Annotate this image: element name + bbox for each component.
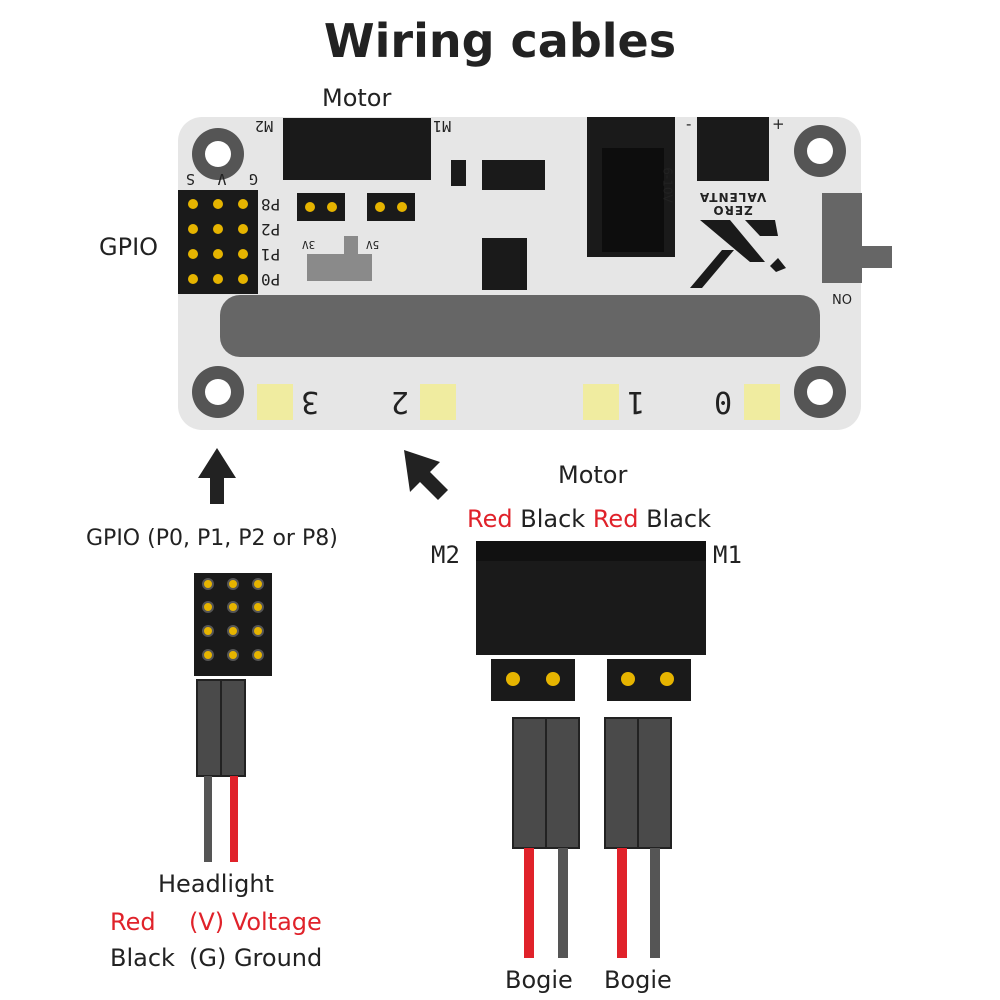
voltage-switch (307, 254, 372, 281)
chip-small (451, 160, 466, 186)
headlight-title: Headlight (158, 870, 274, 898)
gpio-col-labels: G V S (186, 170, 258, 188)
board-gpio-label: GPIO (99, 233, 159, 261)
pin-label-p0: P0 (261, 270, 281, 289)
wire-color-red-1: Red (467, 505, 513, 533)
battery-minus-label: - (686, 115, 692, 133)
wire-color-red-2: Red (592, 505, 639, 533)
bogie-left-wire-red (524, 848, 534, 958)
board-motor-pin-headers (297, 193, 415, 221)
port-pads (257, 384, 780, 420)
board-m2-label: M2 (255, 117, 274, 135)
gpio-cable-pins (202, 578, 264, 661)
page-title: Wiring cables (323, 14, 677, 68)
headlight-voltage-label: (V) Voltage (189, 908, 322, 936)
headlight-black-label: Black (110, 944, 175, 972)
on-switch-label: ON (832, 290, 852, 305)
gpio-col-v: V (217, 170, 227, 188)
bogie-left-wire-black (558, 848, 568, 958)
battery-connector (697, 117, 769, 181)
arrow-up-icon (198, 448, 236, 504)
board-m1-label: M1 (433, 117, 452, 135)
bogie-right-wire-red (617, 848, 627, 958)
motor-wire-colors: Red Black Red Black (467, 505, 711, 533)
port-label-1: 1 (627, 384, 646, 419)
brand-line-zero: ZERO (712, 203, 753, 217)
brand-logo (690, 220, 786, 288)
port-label-0: 0 (714, 384, 733, 419)
pin-label-p2: P2 (261, 220, 281, 239)
edge-slot (220, 295, 820, 357)
port-label-3: 3 (301, 384, 320, 419)
switch-5v-label: 5V (366, 238, 380, 251)
headlight-wire-red (230, 776, 238, 862)
bogie-right-wire-black (650, 848, 660, 958)
chip-medium (482, 160, 545, 190)
headlight-wire-black (204, 776, 212, 862)
on-switch (822, 193, 862, 283)
gpio-cable-label: GPIO (P0, P1, P2 or P8) (86, 526, 338, 551)
battery-plus-label: + (772, 115, 785, 133)
gpio-col-s: S (186, 170, 196, 188)
motor-cable-m1-label: M1 (713, 541, 742, 569)
pin-label-p1: P1 (261, 245, 281, 264)
brand-name: ZERO VALENTA (699, 190, 767, 217)
pin-label-p8: P8 (261, 195, 281, 214)
wire-color-black-1: Black (520, 505, 586, 533)
board-motor-label: Motor (322, 84, 392, 112)
voltage-switch-knob (344, 236, 358, 258)
motor-cable-pin-headers (491, 659, 691, 701)
wire-color-black-2: Black (646, 505, 712, 533)
bogie-right-label: Bogie (604, 966, 672, 994)
headlight-ground-label: (G) Ground (189, 944, 323, 972)
board-gpio-pins (188, 199, 248, 284)
switch-3v-label: 3V (302, 238, 316, 251)
mounting-holes (192, 125, 846, 418)
on-switch-knob (858, 246, 892, 268)
board-motor-connector (283, 118, 431, 180)
headlight-red-label: Red (110, 908, 156, 936)
brand-line-valenta: VALENTA (699, 190, 767, 204)
motor-cable-m2-label: M2 (431, 541, 460, 569)
port-label-2: 2 (391, 384, 410, 419)
voltage-range-label: 6-10V (660, 167, 675, 203)
gpio-row-labels: P8 P2 P1 P0 (261, 192, 280, 292)
motor-cable-label: Motor (558, 461, 628, 489)
arrow-diagonal-icon (404, 450, 448, 500)
chip-square (482, 238, 527, 290)
gpio-col-g: G (248, 170, 258, 188)
bogie-left-label: Bogie (505, 966, 573, 994)
